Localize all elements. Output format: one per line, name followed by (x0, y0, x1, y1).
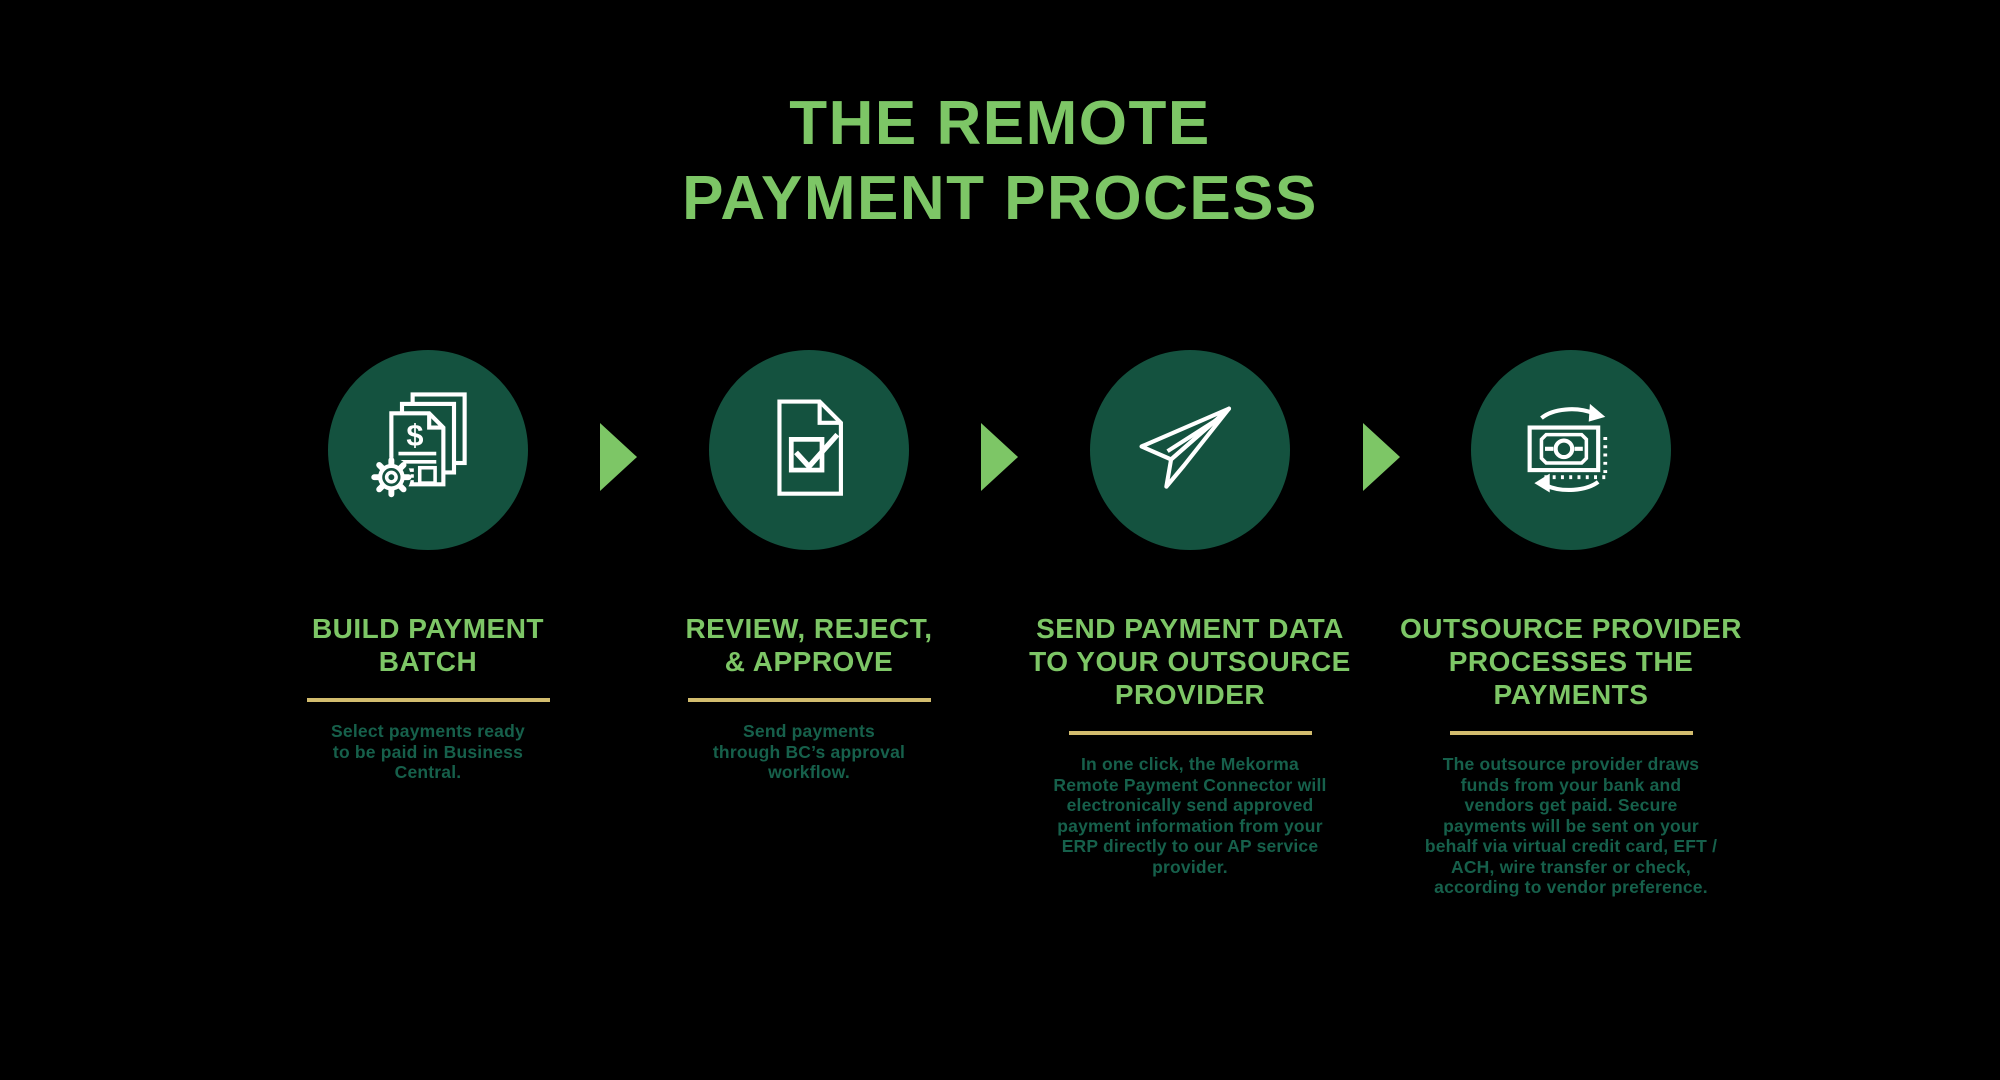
page-title: THE REMOTE PAYMENT PROCESS (682, 89, 1318, 233)
step-heading: BUILD PAYMENT BATCH (311, 613, 545, 677)
step-circle: $ (328, 350, 528, 550)
document-checkmark-icon (777, 399, 843, 496)
paper-plane-icon (1139, 406, 1232, 489)
divider-line (1449, 731, 1693, 735)
step-description: In one click, the Mekorma Remote Payment… (1053, 754, 1327, 877)
step-description: Send payments through BC’s approval work… (712, 721, 906, 782)
flow-arrow-icon (1363, 423, 1400, 491)
step-heading: REVIEW, REJECT, & APPROVE (685, 613, 933, 677)
step-send-payment-data: SEND PAYMENT DATA TO YOUR OUTSOURCE PROV… (1010, 350, 1370, 877)
svg-text:$: $ (406, 417, 423, 452)
flow-arrow-icon (981, 423, 1018, 491)
step-description: The outsource provider draws funds from … (1424, 754, 1718, 897)
divider-line (1068, 731, 1312, 735)
divider-line (687, 698, 931, 702)
payment-batch-documents-icon: $ (371, 392, 467, 498)
step-description: Select payments ready to be paid in Busi… (331, 721, 525, 782)
step-outsource-provider-processes: OUTSOURCE PROVIDER PROCESSES THE PAYMENT… (1391, 350, 1751, 898)
step-circle (709, 350, 909, 550)
step-review-reject-approve: REVIEW, REJECT, & APPROVE Send payments … (629, 350, 989, 783)
divider-line (306, 698, 550, 702)
step-heading: SEND PAYMENT DATA TO YOUR OUTSOURCE PROV… (1029, 613, 1351, 710)
step-circle (1090, 350, 1290, 550)
step-circle (1471, 350, 1671, 550)
step-build-payment-batch: $ BUILD PAYMENT BATCH Select payments re… (248, 350, 608, 783)
step-heading: OUTSOURCE PROVIDER PROCESSES THE PAYMENT… (1400, 613, 1742, 710)
money-cycle-icon (1527, 403, 1608, 493)
flow-arrow-icon (600, 423, 637, 491)
